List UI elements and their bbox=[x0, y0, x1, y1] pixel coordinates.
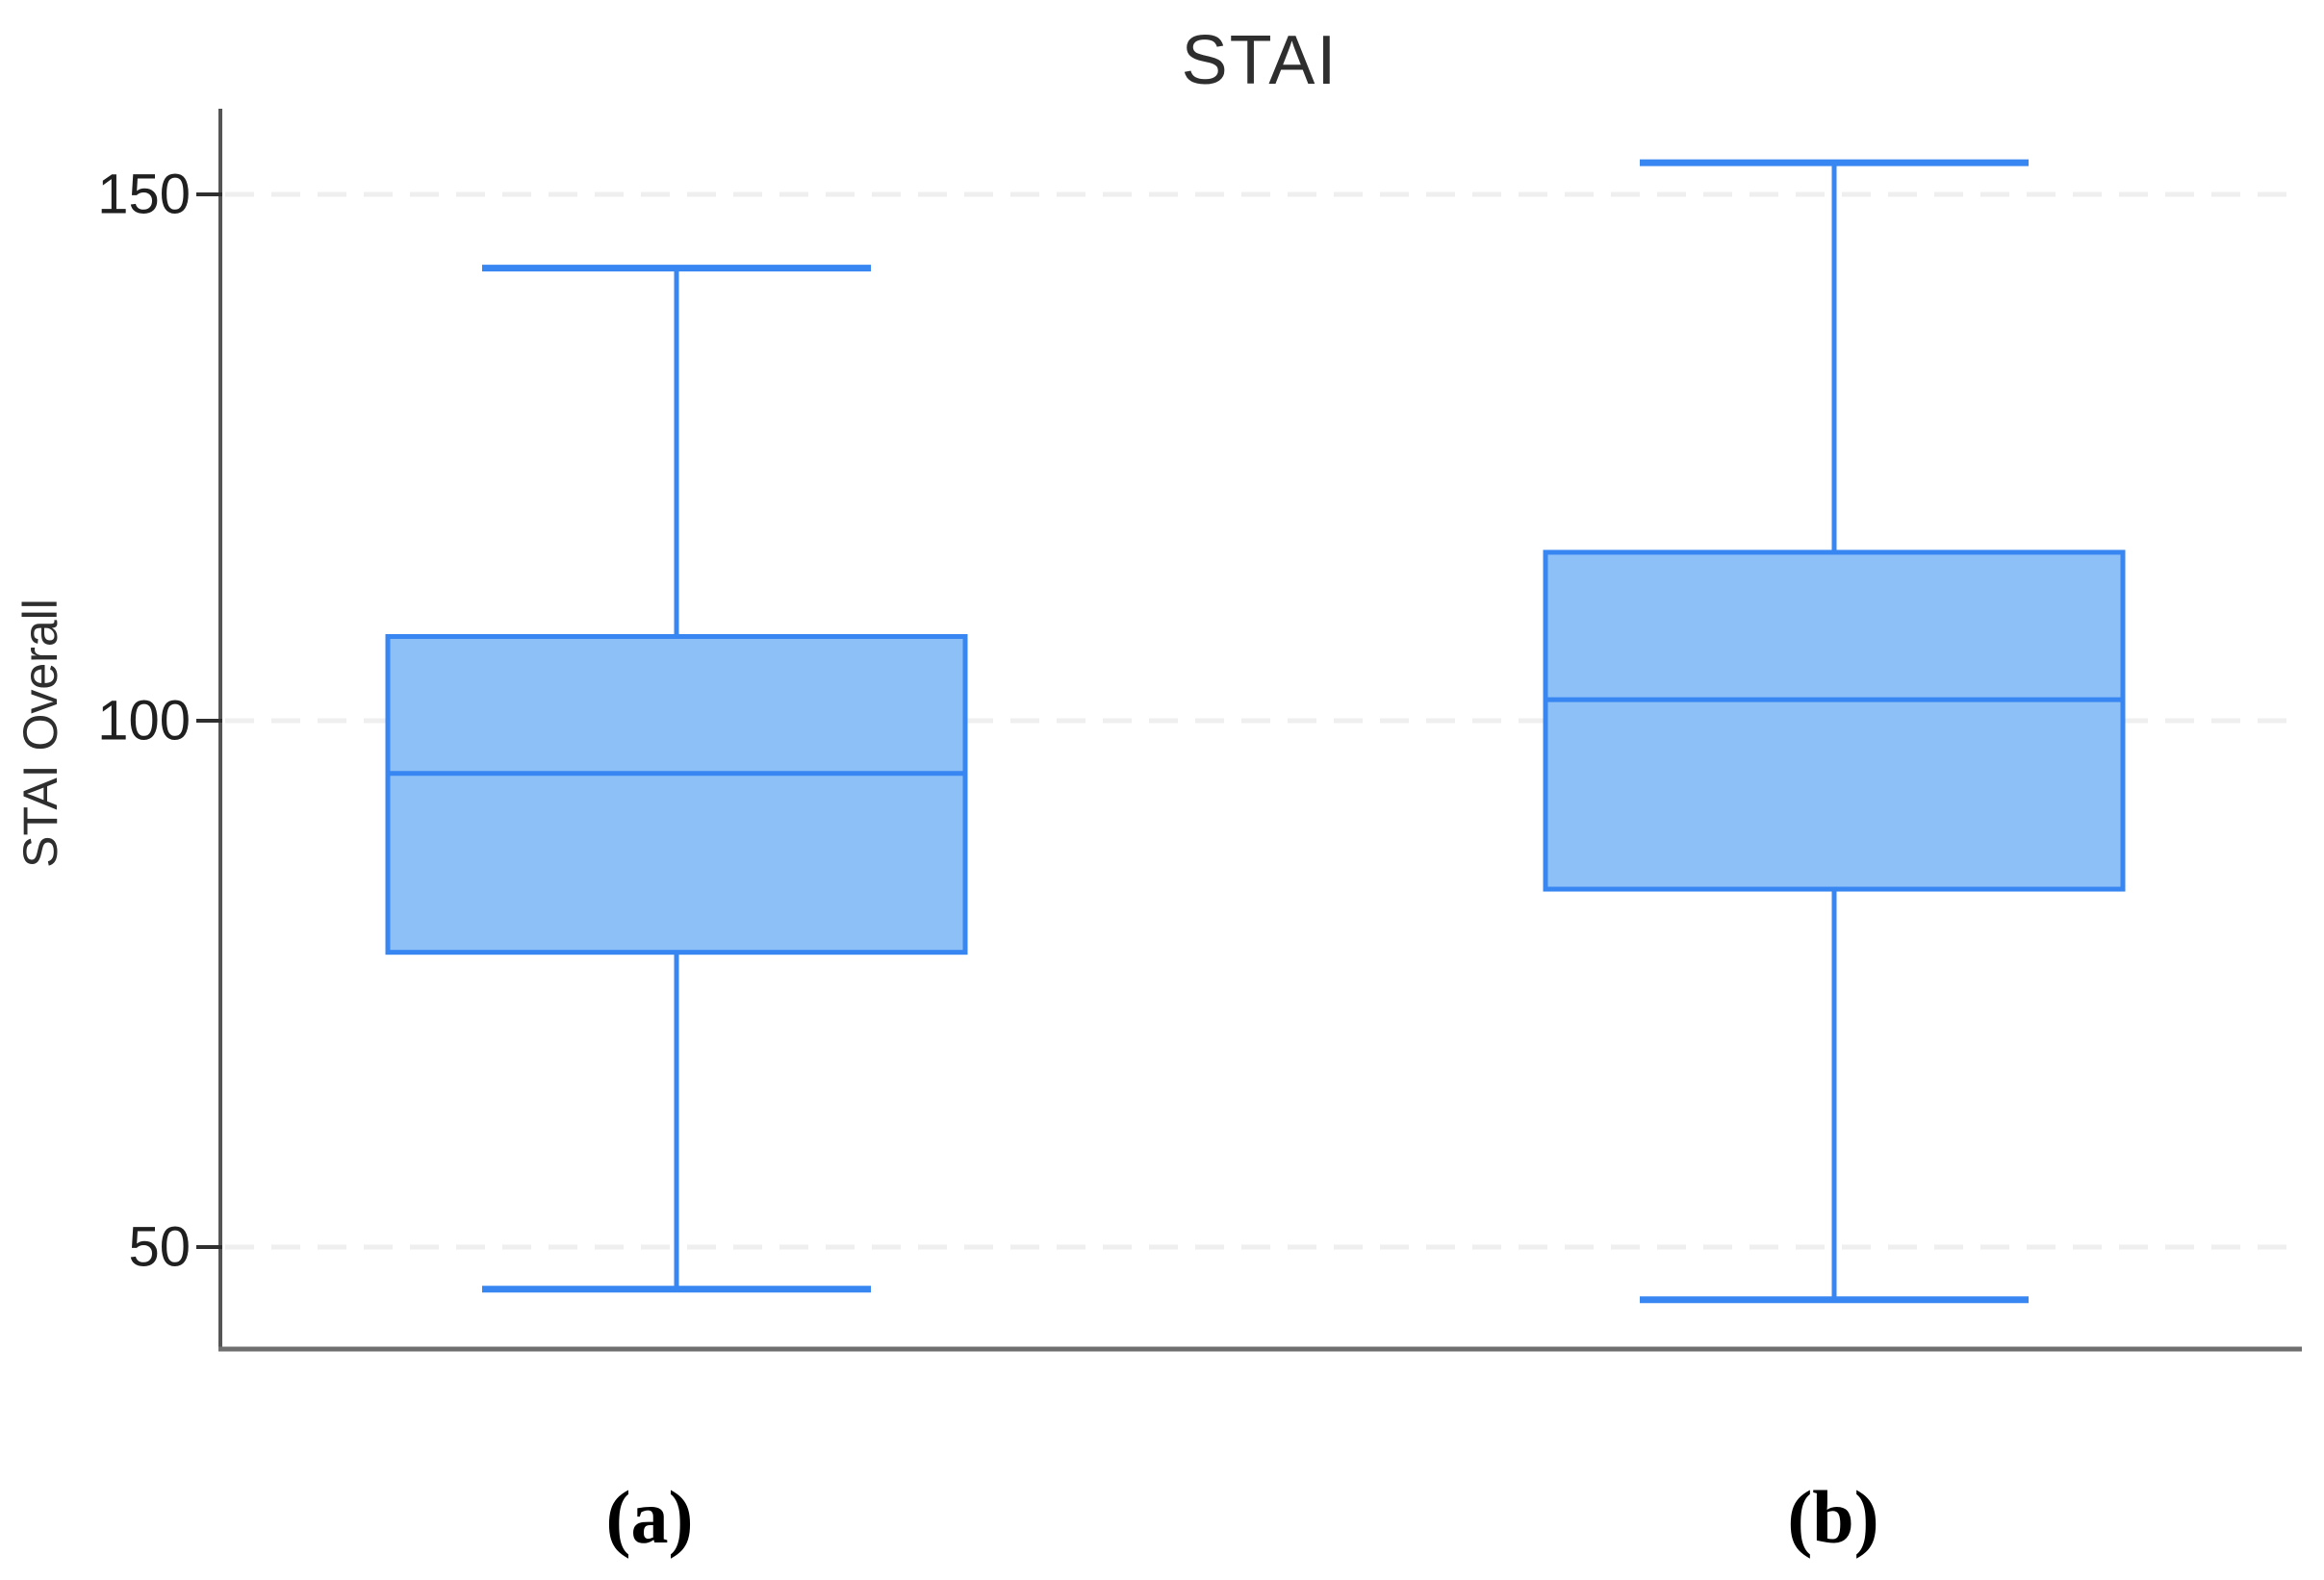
category-label-b: (b) bbox=[1787, 1475, 1879, 1559]
category-label-a: (a) bbox=[605, 1475, 694, 1559]
y-tick-label-50: 50 bbox=[128, 1216, 191, 1279]
box-b bbox=[1543, 549, 2126, 892]
chart-title: STAI bbox=[1181, 22, 1339, 99]
box-a bbox=[385, 633, 968, 956]
y-tick-label-150: 150 bbox=[97, 164, 191, 226]
y-tick-label-100: 100 bbox=[97, 690, 191, 752]
